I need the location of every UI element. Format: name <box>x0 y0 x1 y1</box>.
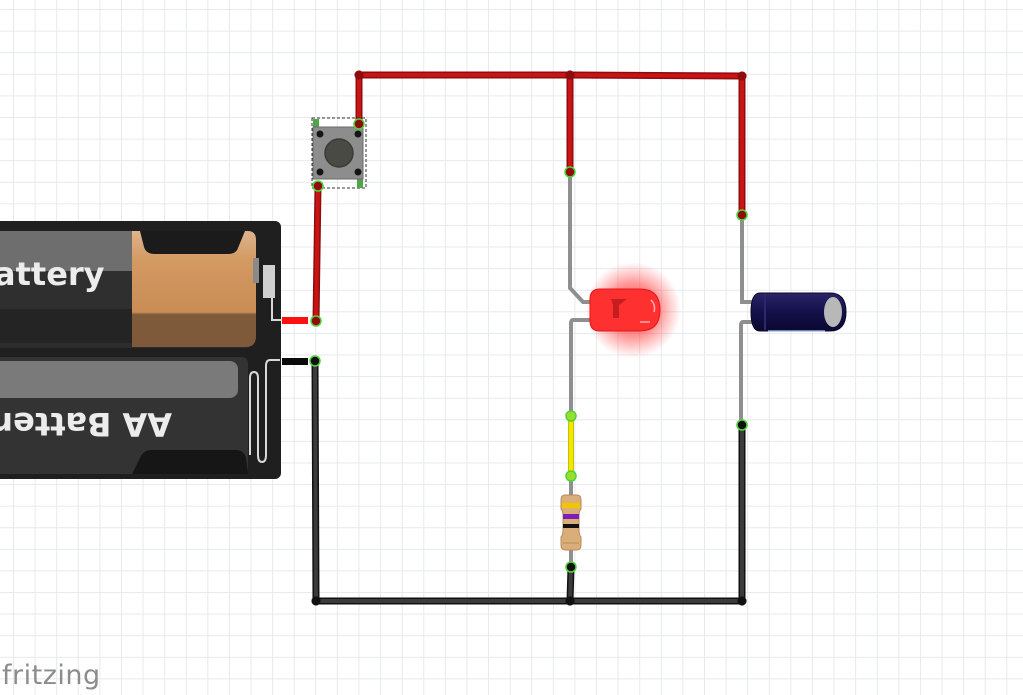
led-die <box>611 299 627 318</box>
capacitor-cap-top <box>824 297 842 327</box>
wire-endpoint[interactable] <box>737 420 747 430</box>
connector-highlight <box>565 561 577 573</box>
wire-endpoint[interactable] <box>566 562 576 572</box>
wire-layer[interactable] <box>311 71 746 605</box>
pushbutton[interactable] <box>311 117 367 189</box>
resistor-band-4 <box>563 542 579 544</box>
battery-lead-positive <box>282 317 308 324</box>
connector-highlight <box>353 118 365 130</box>
electrolytic-capacitor[interactable] <box>750 292 847 332</box>
wire-endpoint[interactable] <box>565 70 575 80</box>
connector-highlight <box>736 419 748 431</box>
resistor-band-1 <box>562 503 580 508</box>
wire-endpoint[interactable] <box>310 356 320 366</box>
battery-cell-bottom: AA Batter <box>0 357 280 474</box>
resistor-body <box>560 494 582 551</box>
wire-endpoint[interactable] <box>565 167 575 177</box>
wire-endpoint[interactable] <box>354 70 364 80</box>
resistor-band-2 <box>563 514 579 519</box>
wire-endpoint[interactable] <box>354 119 364 129</box>
connector-highlight <box>310 315 322 327</box>
wire-endpoint[interactable] <box>311 316 321 326</box>
connector-highlight <box>309 355 321 367</box>
connector-highlight <box>736 209 748 221</box>
battery-lead-negative <box>282 358 308 365</box>
connector-highlight <box>565 470 577 482</box>
wire-endpoint[interactable] <box>311 596 321 606</box>
battery-cell-top: attery <box>0 231 282 348</box>
battery-label-top: attery <box>0 255 105 293</box>
connector-highlight <box>312 180 324 192</box>
led-red[interactable] <box>585 262 681 358</box>
wire-endpoint[interactable] <box>737 210 747 220</box>
pushbutton-cap[interactable] <box>324 138 354 168</box>
connector-highlight <box>564 166 576 178</box>
fritzing-watermark: fritzing <box>2 660 101 691</box>
junction-layer <box>309 70 748 606</box>
battery-label-bottom: AA Batter <box>0 405 172 443</box>
resistor[interactable] <box>560 476 582 567</box>
resistor-band-3 <box>563 524 579 528</box>
wire-black[interactable] <box>311 357 320 605</box>
capacitor-legs <box>739 215 755 425</box>
selection-box <box>311 117 367 189</box>
led-body <box>589 288 661 332</box>
wire-red[interactable] <box>566 71 746 80</box>
battery-holder[interactable]: attery AA Batter <box>0 221 308 479</box>
wire-endpoint[interactable] <box>565 596 575 606</box>
wire-endpoint[interactable] <box>737 596 747 606</box>
wire-endpoint[interactable] <box>566 411 576 421</box>
wire-endpoint[interactable] <box>737 71 747 81</box>
connector-highlight <box>565 410 577 422</box>
capacitor-body <box>750 292 847 332</box>
wire-red[interactable] <box>312 182 322 325</box>
wire-endpoint[interactable] <box>313 181 323 191</box>
wire-endpoint[interactable] <box>566 471 576 481</box>
